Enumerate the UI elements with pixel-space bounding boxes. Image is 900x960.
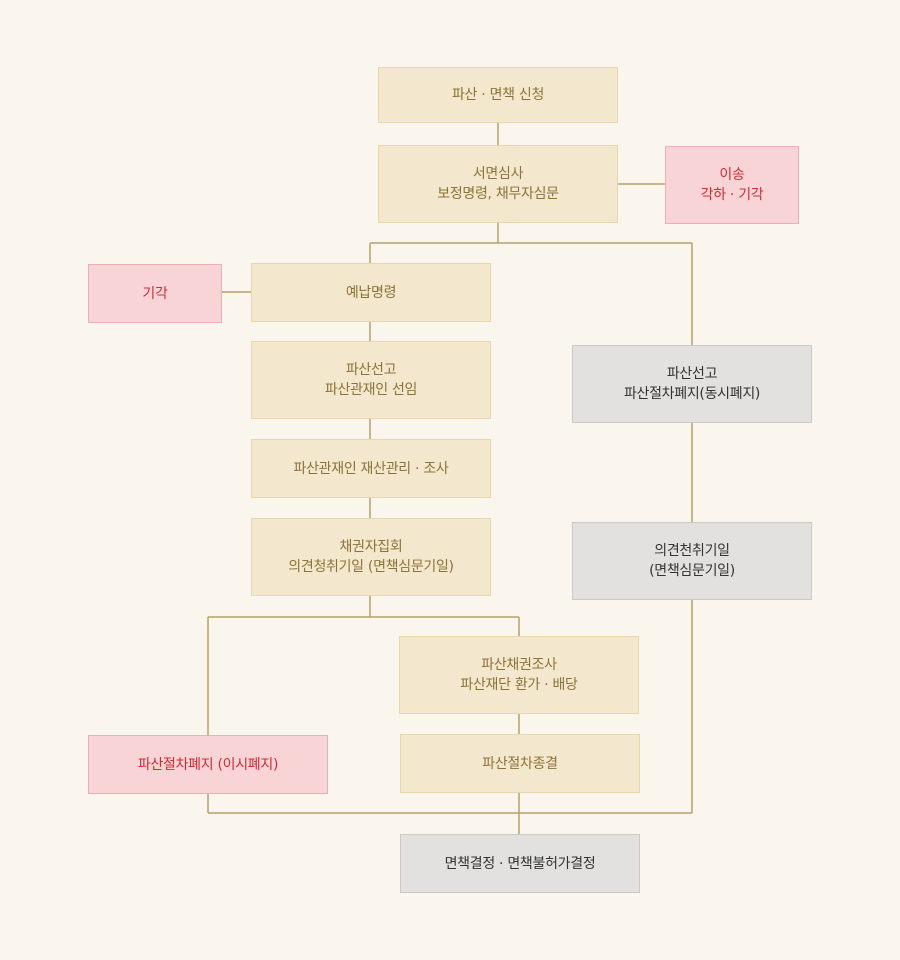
node-simultaneous-abolition-line-2: 파산절차폐지(동시폐지) bbox=[623, 386, 761, 402]
node-discharge-decision: 면책결정 · 면책불허가결정 bbox=[400, 834, 640, 893]
node-opinion-hearing: 의견천취기일 (면책심문기일) bbox=[572, 522, 812, 600]
node-apply-line-1: 파산 · 면책 신청 bbox=[451, 87, 545, 103]
node-bankruptcy-declaration-line-2: 파산관재인 선임 bbox=[324, 382, 418, 398]
node-opinion-hearing-line-2: (면책심문기일) bbox=[649, 563, 735, 579]
node-discharge-decision-line-1: 면책결정 · 면책불허가결정 bbox=[444, 855, 596, 872]
node-apply: 파산 · 면책 신청 bbox=[378, 67, 618, 123]
node-trustee-management-line-1: 파산관재인 재산관리 · 조사 bbox=[293, 460, 449, 477]
node-creditors-meeting-line-2: 의견청취기일 (면책심문기일) bbox=[288, 559, 454, 575]
node-bankruptcy-declaration-line-1: 파산선고 bbox=[345, 362, 397, 378]
node-dismiss: 기각 bbox=[88, 264, 222, 323]
node-simultaneous-abolition: 파산선고 파산절차폐지(동시폐지) bbox=[572, 345, 812, 423]
node-bankruptcy-declaration: 파산선고 파산관재인 선임 bbox=[251, 341, 491, 419]
node-procedure-conclusion: 파산절차종결 bbox=[400, 734, 640, 793]
node-creditors-meeting: 채권자집회 의견청취기일 (면책심문기일) bbox=[251, 518, 491, 596]
node-procedure-conclusion-line-1: 파산절차종결 bbox=[482, 755, 558, 772]
node-claim-investigation-line-2: 파산재단 환가 · 배당 bbox=[460, 677, 578, 693]
node-transfer-dismiss: 이송 각하 · 기각 bbox=[665, 146, 799, 224]
node-claim-investigation-line-1: 파산채권조사 bbox=[481, 657, 557, 673]
node-transfer-dismiss-line-2: 각하 · 기각 bbox=[700, 187, 764, 203]
node-dismiss-line-1: 기각 bbox=[142, 285, 168, 302]
node-simultaneous-abolition-line-1: 파산선고 bbox=[666, 366, 718, 382]
node-prepayment-order-line-1: 예납명령 bbox=[345, 284, 397, 301]
node-prepayment-order: 예납명령 bbox=[251, 263, 491, 322]
node-procedure-abolition: 파산절차폐지 (이시폐지) bbox=[88, 735, 328, 794]
node-opinion-hearing-line-1: 의견천취기일 bbox=[654, 543, 730, 559]
node-transfer-dismiss-line-1: 이송 bbox=[719, 167, 745, 183]
node-creditors-meeting-line-1: 채권자집회 bbox=[339, 539, 403, 555]
node-written-review-line-2: 보정명령, 채무자심문 bbox=[437, 186, 559, 202]
node-written-review-line-1: 서면심사 bbox=[472, 166, 524, 182]
node-written-review: 서면심사 보정명령, 채무자심문 bbox=[378, 145, 618, 223]
node-trustee-management: 파산관재인 재산관리 · 조사 bbox=[251, 439, 491, 498]
node-procedure-abolition-line-1: 파산절차폐지 (이시폐지) bbox=[137, 756, 279, 773]
node-claim-investigation: 파산채권조사 파산재단 환가 · 배당 bbox=[399, 636, 639, 714]
